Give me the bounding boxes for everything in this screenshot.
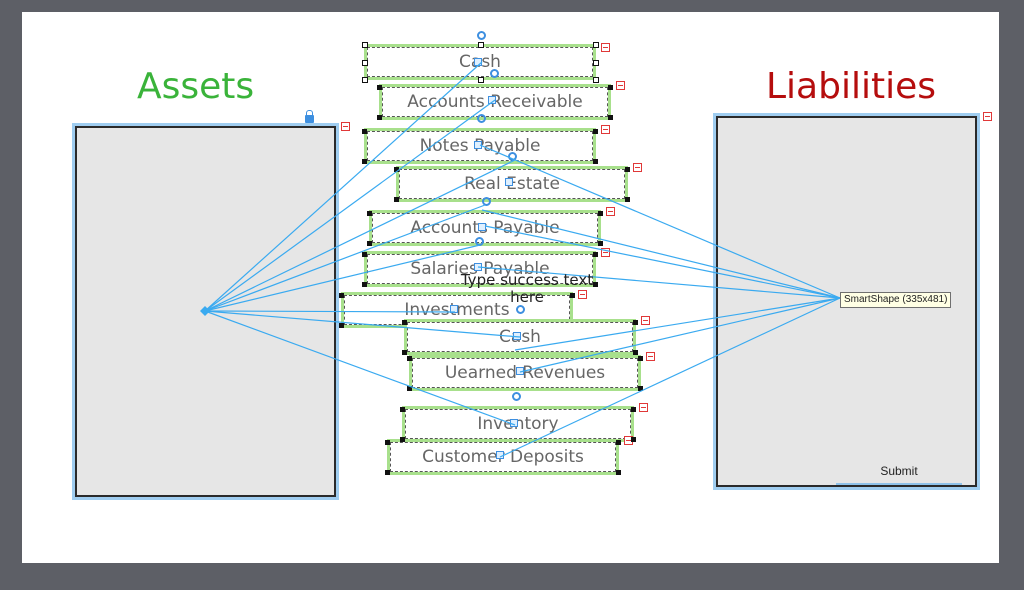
resize-handle[interactable] xyxy=(593,159,598,164)
anchor-point-icon[interactable] xyxy=(474,141,482,149)
resize-handle[interactable] xyxy=(631,437,636,442)
rotate-handle-icon[interactable] xyxy=(475,237,484,246)
collapse-box-icon[interactable] xyxy=(983,112,992,121)
collapse-box-icon[interactable] xyxy=(601,248,610,257)
resize-handle[interactable] xyxy=(385,440,390,445)
resize-handle[interactable] xyxy=(478,77,484,83)
anchor-point-icon[interactable] xyxy=(496,451,504,459)
resize-handle[interactable] xyxy=(402,320,407,325)
resize-handle[interactable] xyxy=(638,356,643,361)
resize-handle[interactable] xyxy=(367,241,372,246)
resize-handle[interactable] xyxy=(638,386,643,391)
resize-handle[interactable] xyxy=(608,85,613,90)
resize-handle[interactable] xyxy=(367,211,372,216)
resize-handle[interactable] xyxy=(593,129,598,134)
anchor-point-icon[interactable] xyxy=(505,178,513,186)
resize-handle[interactable] xyxy=(339,293,344,298)
rotate-handle-icon[interactable] xyxy=(477,114,486,123)
collapse-box-icon[interactable] xyxy=(601,125,610,134)
rotate-handle-icon[interactable] xyxy=(512,392,521,401)
submit-button[interactable]: Submit xyxy=(836,458,962,485)
anchor-point-icon[interactable] xyxy=(474,58,482,66)
collapse-box-icon[interactable] xyxy=(639,403,648,412)
success-text-caption[interactable]: Type success text here xyxy=(460,271,594,306)
resize-handle[interactable] xyxy=(362,77,368,83)
resize-handle[interactable] xyxy=(593,42,599,48)
resize-handle[interactable] xyxy=(339,323,344,328)
resize-handle[interactable] xyxy=(394,197,399,202)
resize-handle[interactable] xyxy=(377,85,382,90)
assets-drop-target[interactable] xyxy=(72,123,339,500)
resize-handle[interactable] xyxy=(407,386,412,391)
smartshape-tooltip: SmartShape (335x481) xyxy=(840,292,952,308)
lock-icon xyxy=(305,110,314,123)
collapse-box-icon[interactable] xyxy=(601,43,610,52)
assets-heading: Assets xyxy=(137,66,255,107)
resize-handle[interactable] xyxy=(598,241,603,246)
rotate-handle-icon[interactable] xyxy=(508,152,517,161)
collapse-box-icon[interactable] xyxy=(606,207,615,216)
collapse-box-icon[interactable] xyxy=(646,352,655,361)
resize-handle[interactable] xyxy=(633,350,638,355)
anchor-point-icon[interactable] xyxy=(510,419,518,427)
resize-handle[interactable] xyxy=(362,159,367,164)
anchor-point-icon[interactable] xyxy=(450,305,458,313)
resize-handle[interactable] xyxy=(633,320,638,325)
collapse-box-icon[interactable] xyxy=(641,316,650,325)
resize-handle[interactable] xyxy=(400,437,405,442)
resize-handle[interactable] xyxy=(593,77,599,83)
anchor-point-icon[interactable] xyxy=(478,223,486,231)
rotate-handle-icon[interactable] xyxy=(490,69,499,78)
resize-handle[interactable] xyxy=(478,42,484,48)
resize-handle[interactable] xyxy=(400,407,405,412)
drag-item-uearned-revenues[interactable]: Uearned Revenues xyxy=(409,355,641,391)
resize-handle[interactable] xyxy=(377,115,382,120)
resize-handle[interactable] xyxy=(616,470,621,475)
resize-handle[interactable] xyxy=(362,129,367,134)
resize-handle[interactable] xyxy=(593,252,598,257)
rotate-handle-icon[interactable] xyxy=(516,305,525,314)
resize-handle[interactable] xyxy=(608,115,613,120)
resize-handle[interactable] xyxy=(362,282,367,287)
resize-handle[interactable] xyxy=(631,407,636,412)
anchor-point-icon[interactable] xyxy=(474,263,482,271)
collapse-box-icon[interactable] xyxy=(341,122,350,131)
resize-handle[interactable] xyxy=(616,440,621,445)
drag-item-label: Uearned Revenues xyxy=(444,363,606,383)
drag-item-inventory[interactable]: Inventory xyxy=(402,406,634,442)
resize-handle[interactable] xyxy=(625,197,630,202)
rotate-handle-icon[interactable] xyxy=(482,197,491,206)
resize-handle[interactable] xyxy=(385,470,390,475)
resize-handle[interactable] xyxy=(394,167,399,172)
resize-handle[interactable] xyxy=(362,60,368,66)
resize-handle[interactable] xyxy=(407,356,412,361)
anchor-point-icon[interactable] xyxy=(513,332,521,340)
rotate-handle-icon[interactable] xyxy=(477,31,486,40)
anchor-point-icon[interactable] xyxy=(516,367,524,375)
resize-handle[interactable] xyxy=(598,211,603,216)
resize-handle[interactable] xyxy=(593,60,599,66)
liabilities-heading: Liabilities xyxy=(766,66,936,107)
anchor-point-icon[interactable] xyxy=(488,96,496,104)
resize-handle[interactable] xyxy=(362,252,367,257)
resize-handle[interactable] xyxy=(402,350,407,355)
resize-handle[interactable] xyxy=(625,167,630,172)
collapse-box-icon[interactable] xyxy=(633,163,642,172)
collapse-box-icon[interactable] xyxy=(616,81,625,90)
resize-handle[interactable] xyxy=(362,42,368,48)
